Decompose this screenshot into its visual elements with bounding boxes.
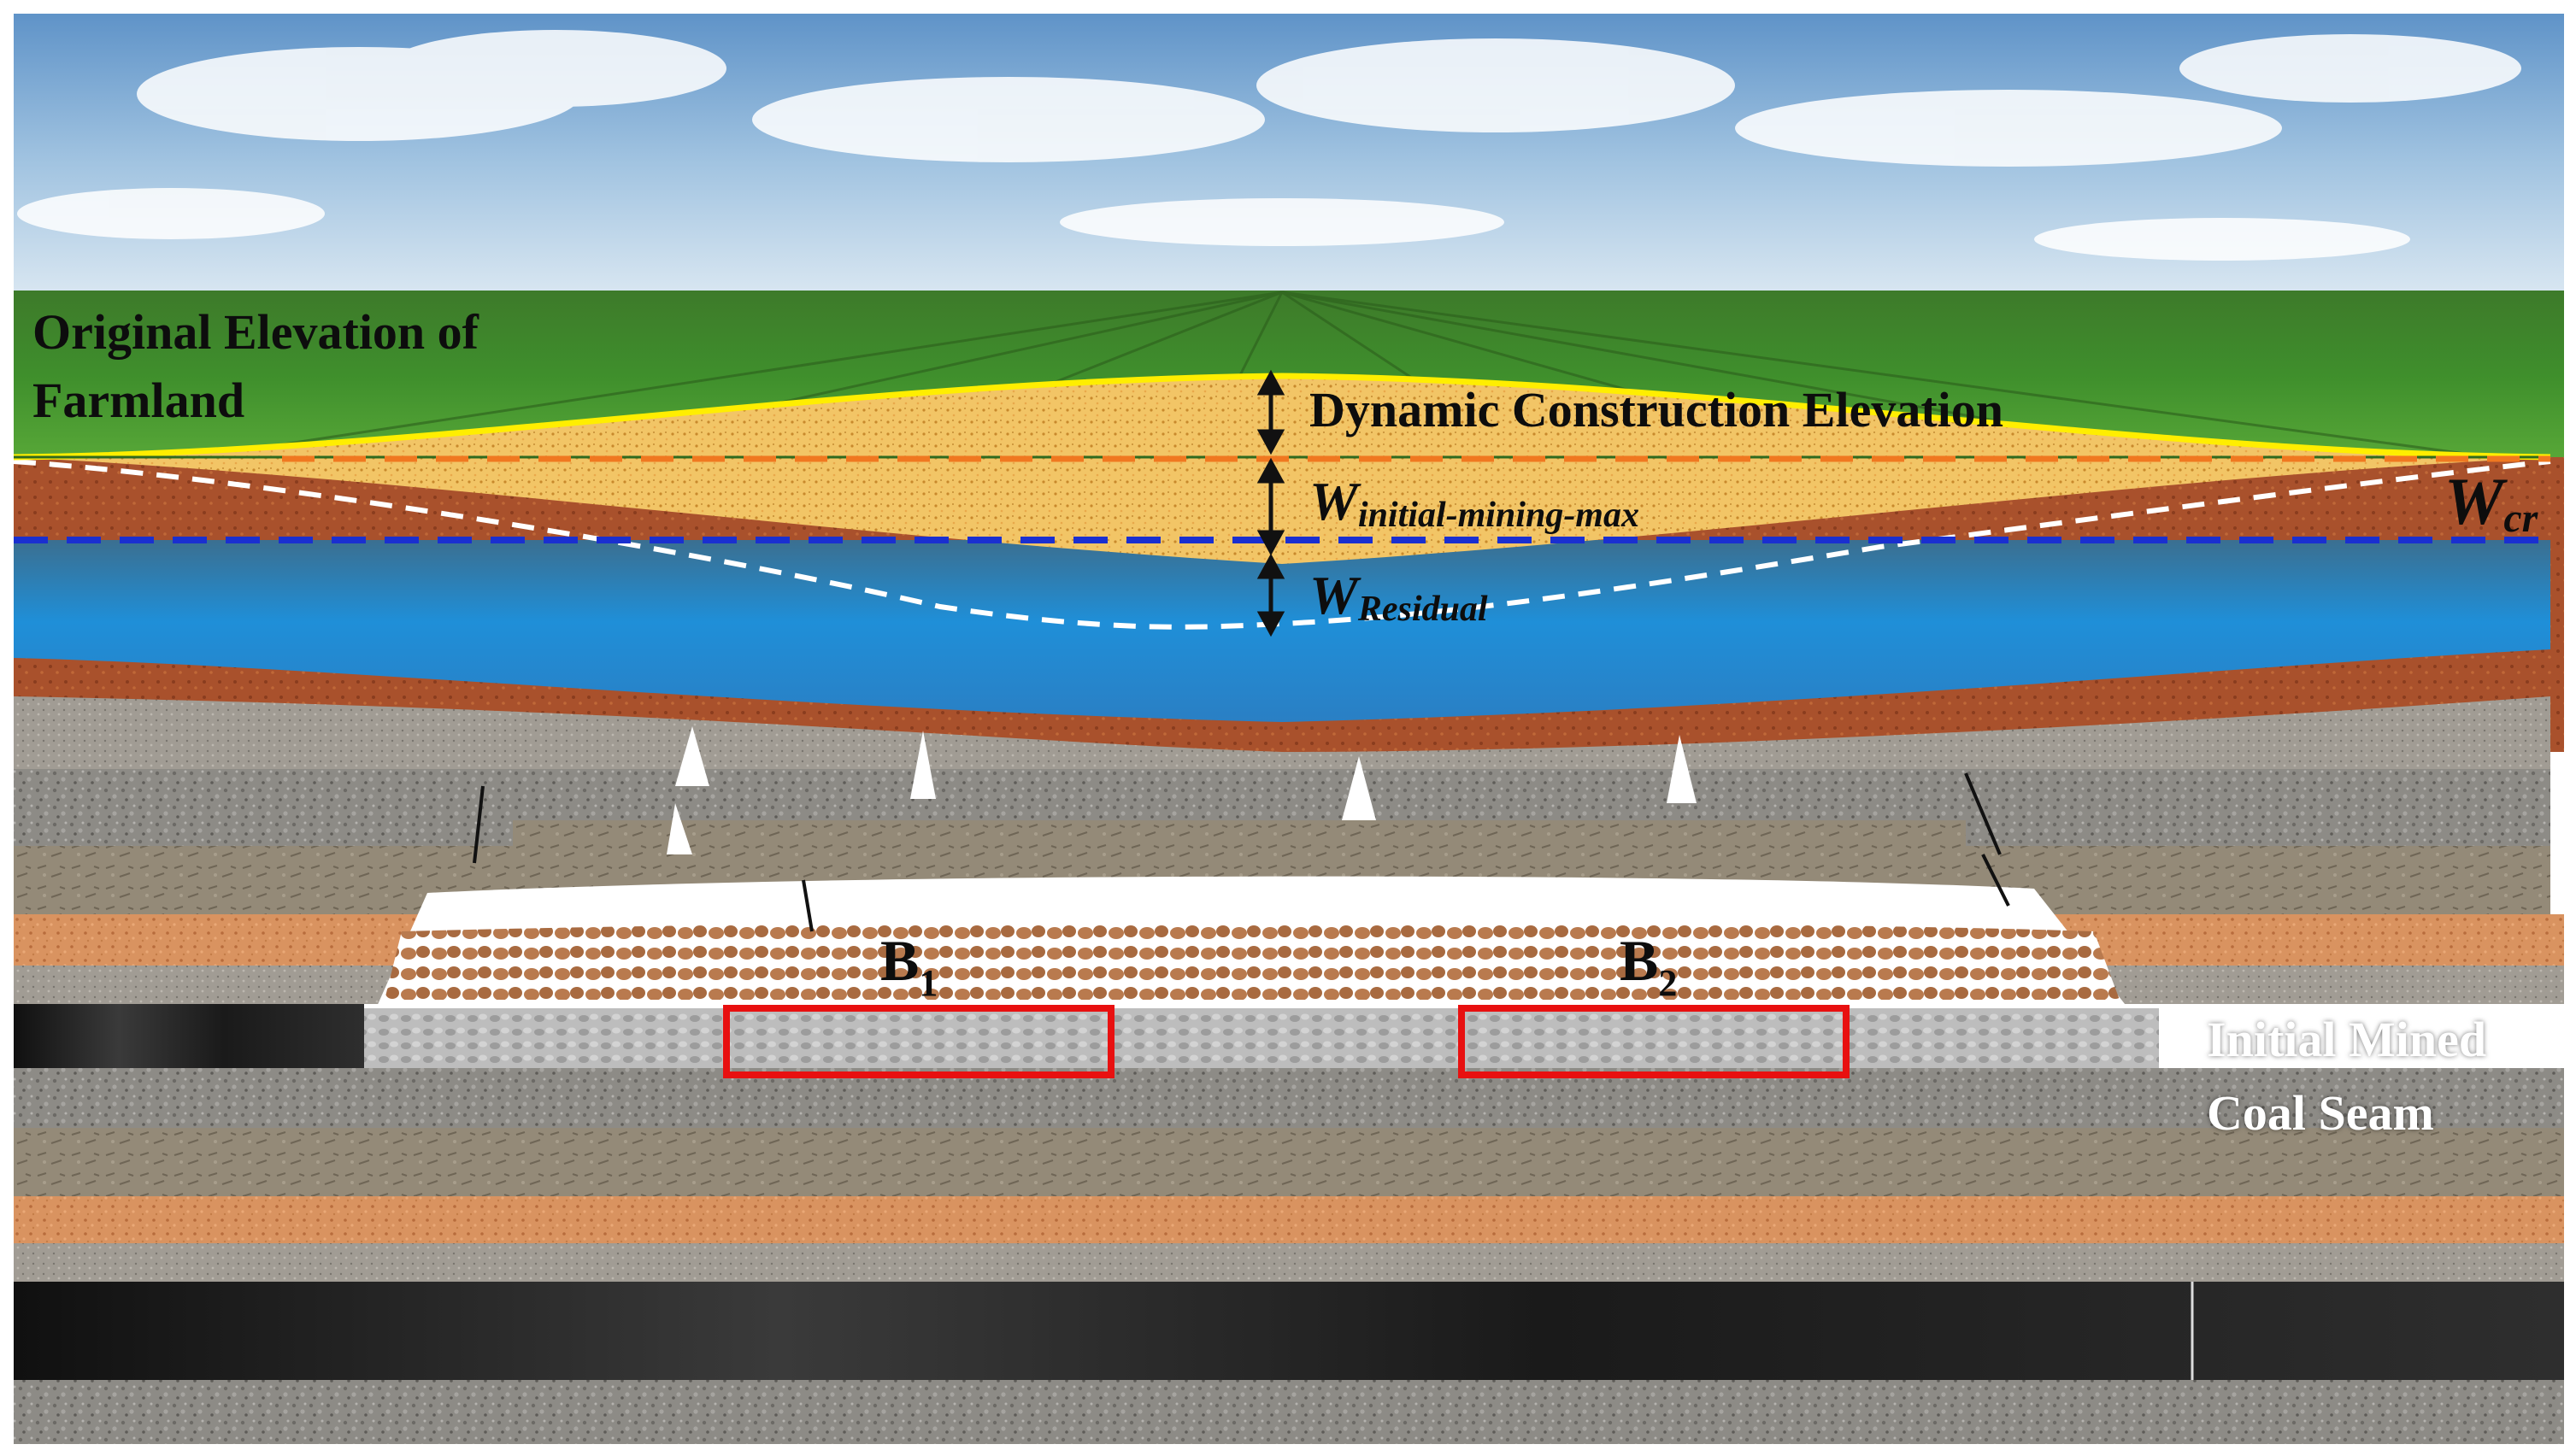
- initial-mined-line2: Coal Seam: [2207, 1085, 2434, 1141]
- b1-highlight-box: [723, 1005, 1115, 1078]
- w-cr-main: W: [2444, 464, 2504, 538]
- b2-label: B2: [1620, 931, 1677, 1002]
- dynamic-construction-label: Dynamic Construction Elevation: [1309, 382, 2003, 437]
- backfill-soil: [14, 376, 2550, 564]
- initial-mined-label: Initial Mined Coal Seam: [2207, 1015, 2486, 1138]
- b1-label: B1: [880, 931, 938, 1002]
- b2-main: B: [1620, 928, 1659, 993]
- goaf-grey-stones: [364, 1008, 2159, 1068]
- w-cr-sub: cr: [2503, 495, 2538, 541]
- original-elevation-label: Original Elevation of Farmland: [32, 308, 479, 426]
- aquifer-layer: [14, 540, 2550, 722]
- lower-layer-1: [14, 1068, 2564, 1128]
- lower-layer-3: [14, 1196, 2564, 1243]
- double-arrow-icon: [1256, 369, 1285, 455]
- double-arrow-icon: [1256, 457, 1285, 556]
- fracture-lines: [473, 772, 2010, 932]
- lower-layer-4: [14, 1243, 2564, 1282]
- subsidence-curve: [13, 459, 2551, 630]
- original-elevation-line2: Farmland: [32, 373, 245, 428]
- b2-sub: 2: [1658, 962, 1678, 1004]
- w-cr-label: Wcr: [2444, 468, 2538, 539]
- rock-layer-2: [14, 769, 2550, 846]
- w-residual-main: W: [1309, 565, 1358, 625]
- construction-elevation-line: [13, 373, 2551, 461]
- lower-layer-2: [14, 1128, 2564, 1196]
- lower-coal-seam: [14, 1282, 2564, 1380]
- w-residual-label: WResidual: [1309, 565, 1488, 627]
- w-residual-sub: Residual: [1357, 589, 1488, 629]
- double-arrow-icon: [1256, 553, 1285, 637]
- b2-highlight-box: [1458, 1005, 1850, 1078]
- clouds: [17, 30, 2521, 261]
- brown-rubble: [385, 921, 2120, 1000]
- w-initial-label: Winitial-mining-max: [1309, 471, 1639, 533]
- initial-mined-line1: Initial Mined: [2207, 1012, 2487, 1067]
- coal-seam-left: [14, 1004, 364, 1068]
- w-initial-main: W: [1309, 471, 1358, 531]
- original-elevation-line1: Original Elevation of: [32, 304, 479, 360]
- coal-seam-right: [2159, 1004, 2564, 1068]
- lower-layer-5: [14, 1380, 2564, 1444]
- b1-main: B: [880, 928, 920, 993]
- b1-sub: 1: [919, 962, 938, 1004]
- rock-layer-1: [14, 696, 2550, 769]
- fractures: [667, 726, 1820, 923]
- w-initial-sub: initial-mining-max: [1357, 495, 1639, 535]
